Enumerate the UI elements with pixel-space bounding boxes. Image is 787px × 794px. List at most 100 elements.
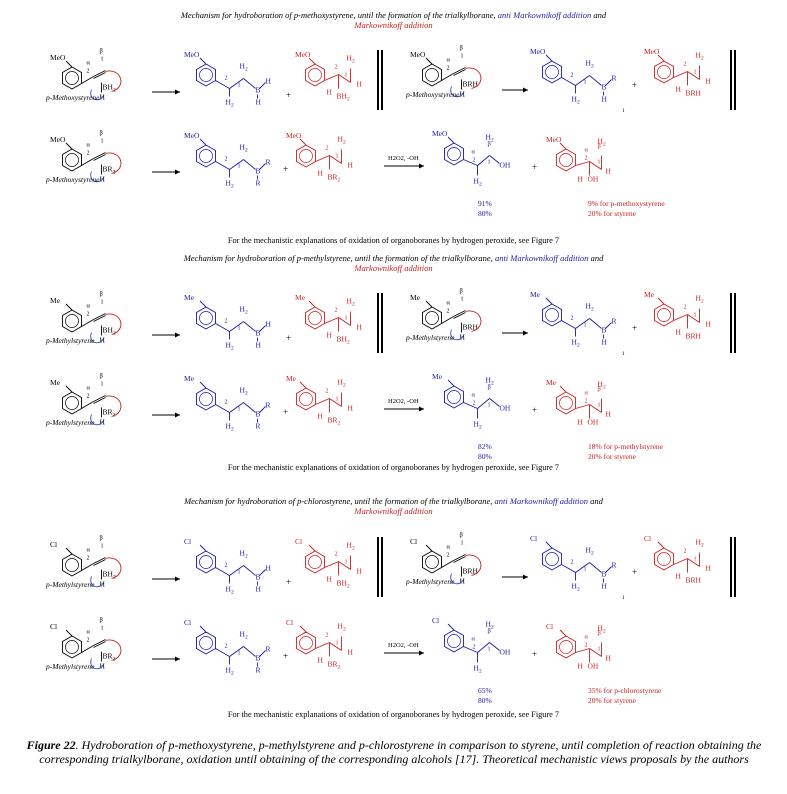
curved-arrow-red [465,67,482,89]
benzene-ring [654,60,674,84]
carbon-number: 2 [225,157,228,163]
beta-label: β [598,143,602,150]
hydrogen-label: H [318,169,324,178]
bond-line [93,72,106,79]
beta-label: β [488,628,492,635]
carbon-number: 2 [225,76,228,82]
aromatic-circle [299,392,313,406]
beta-label: β [100,130,104,137]
bond-line [215,404,230,413]
beta-label: β [488,141,492,148]
carbon-number: 1 [461,297,464,303]
bond-line [229,565,244,576]
separator-bar [377,537,379,597]
bond-line [81,645,94,653]
bond-line [199,300,207,308]
carbon-number: 2 [87,556,90,562]
arrow-head [175,576,180,582]
bond-line [441,73,454,81]
h2-label: H2 [240,62,248,73]
arrow-head [175,169,180,175]
h2-label: H2 [338,622,346,633]
aromatic-circle [545,552,559,566]
alpha-label: α [447,57,451,64]
hydrogen-label: H [327,575,333,584]
aromatic-circle [425,311,439,325]
aromatic-circle [425,68,439,82]
beta-label: β [100,48,104,55]
bond-line [575,75,590,86]
yield-value: 65% [478,686,492,695]
bond-line [657,297,665,305]
carbon-number: 1 [238,407,241,413]
substituent-label: MeO [286,131,302,140]
benzene-ring [444,385,464,409]
aromatic-circle [65,153,79,167]
bond-line [259,406,266,413]
benzene-ring [196,387,216,411]
aromatic-circle [447,390,461,404]
hydroxyl-label: OH [500,648,511,657]
carbon-number: 2 [585,399,588,405]
compound-name: p-Methylstyrene [405,333,455,342]
substituent-label: MeO [295,50,311,59]
arrow-head [419,650,424,656]
carbon-number: 1 [488,403,491,409]
arrow-head [175,89,180,95]
h2-label: H2 [586,59,594,70]
compound-name: p-Methylstyrene [45,580,95,589]
curved-arrow-red [105,639,122,661]
bond-line [477,642,490,653]
carbon-number: 2 [684,62,687,68]
carbon-number: 2 [585,643,588,649]
aromatic-circle [657,308,671,322]
carbon-number: 2 [87,151,90,157]
bond-line [65,142,73,150]
b-substituent: H [602,338,608,347]
boron-label: B [256,86,261,95]
carbon-number: 2 [473,158,476,164]
benzene-ring [296,387,316,411]
substituent-label: Cl [50,540,57,549]
separator-bar [730,293,732,353]
bond-line [673,314,688,321]
bond-line [447,623,455,631]
bond-line [229,159,244,170]
carbon-number: 1 [694,313,697,319]
h2-label: H2 [598,137,606,148]
h2-label: H2 [586,546,594,557]
aromatic-circle [447,147,461,161]
boron-label: B [256,329,261,338]
bond-line [673,71,688,78]
bond-line [425,57,433,65]
bond-line [559,385,567,393]
carbon-number: 2 [225,563,228,569]
borane-label: BRH [686,89,702,98]
carbon-number: 2 [684,549,687,555]
bond-line [324,74,339,81]
bond-line [425,300,433,308]
bond-line [199,544,207,552]
bond-line [229,402,244,413]
alpha-label: α [87,385,91,392]
bond-line [93,641,106,648]
panel-1-reference: For the mechanistic explanations of oxid… [227,236,560,245]
h2-label: H2 [572,582,580,593]
bond-line [259,163,266,170]
bond-line [687,558,700,567]
substituent-label: Me [50,296,61,305]
b-substituent: H [256,341,262,350]
bond-line [215,648,230,657]
substituent-label: MeO [50,135,66,144]
substituent-label: MeO [184,50,200,59]
bond-line [559,142,567,150]
hydrogen-label: H [676,572,682,581]
bond-line [93,397,106,404]
subscript-label: 1 [622,595,625,601]
h2-label: H2 [338,378,346,389]
substituent-label: MeO [184,131,200,140]
borane-label: BR2 [328,660,341,671]
hydrogen-label: H [606,654,612,663]
carbon-number: 2 [326,633,329,639]
substituent-label: Me [286,374,297,383]
